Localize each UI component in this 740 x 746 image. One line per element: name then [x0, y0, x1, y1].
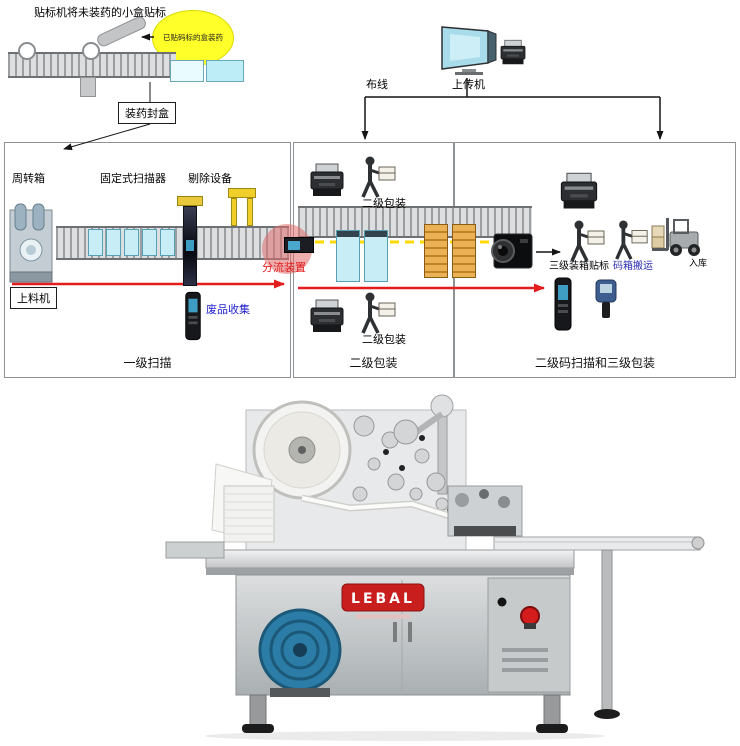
machine-brand-label: LEBAL — [351, 591, 415, 607]
diverter-screen — [288, 241, 300, 250]
product-box — [88, 229, 103, 256]
upload-printer-icon — [500, 39, 526, 65]
level2-panel-title: 二级包装 — [349, 356, 398, 370]
reject-device-leg — [247, 198, 253, 226]
level2-station-top-label: 二级包装 — [362, 197, 406, 210]
carton-box — [452, 224, 476, 278]
waste-scanner-icon — [185, 291, 201, 341]
scanner-head — [177, 196, 203, 206]
upload-computer-icon — [441, 26, 497, 76]
outfeed-box-a — [170, 60, 204, 82]
case-labeling-label: 三级装箱贴标 — [549, 261, 609, 272]
code-scanner-icon — [554, 277, 572, 331]
turnover-box-label: 周转箱 — [12, 172, 45, 185]
labeler-roller-left — [18, 42, 36, 60]
carton-box — [424, 224, 448, 278]
wiring-label: 布线 — [366, 78, 388, 91]
packer-worker-icon — [361, 155, 397, 199]
forklift-icon — [651, 217, 701, 257]
product-box — [124, 229, 139, 256]
packer-worker-icon — [361, 291, 397, 335]
labeler-support — [80, 77, 96, 97]
fixed-scanner-label: 固定式扫描器 — [100, 172, 166, 185]
code-camera-icon — [491, 233, 533, 269]
reject-device-bar — [228, 188, 256, 198]
waste-collection-label: 废品收集 — [206, 303, 250, 316]
outfeed-box-b — [206, 60, 244, 82]
pallet-worker-icon — [614, 219, 650, 262]
diverter-label: 分流装置 — [262, 261, 306, 274]
scanner-window — [186, 240, 194, 251]
pallet-handling-label: 码箱搬运 — [613, 261, 653, 272]
fill-seal-step: 装药封盒 — [118, 102, 176, 124]
handheld-scanner-icon — [595, 279, 617, 319]
level3-panel-title: 二级码扫描和三级包装 — [534, 356, 655, 370]
feeder-machine-icon — [9, 203, 53, 283]
product-box — [106, 229, 121, 256]
warehouse-label: 入库 — [689, 259, 708, 269]
bundle-box — [364, 230, 388, 282]
level2-station-bottom-label: 二级包装 — [362, 333, 406, 346]
diverter-unit — [284, 237, 314, 253]
feeder-label: 上料机 — [10, 287, 57, 309]
labeling-machine-photo: LEBAL — [165, 394, 705, 741]
printer-icon — [560, 172, 598, 210]
case-labeling-worker-icon — [570, 219, 606, 263]
printer-icon — [310, 163, 344, 197]
reject-device-label: 剔除设备 — [188, 172, 232, 185]
product-box — [160, 229, 175, 256]
product-box — [142, 229, 157, 256]
reject-device-leg — [231, 198, 237, 226]
printer-icon — [310, 299, 344, 333]
bundle-box — [336, 230, 360, 282]
upload-machine-label: 上传机 — [452, 78, 485, 91]
labeler-roller-right — [82, 42, 100, 60]
level1-panel-title: 一级扫描 — [123, 356, 172, 370]
top-caption: 贴标机将未装药的小盒贴标 — [34, 6, 166, 19]
